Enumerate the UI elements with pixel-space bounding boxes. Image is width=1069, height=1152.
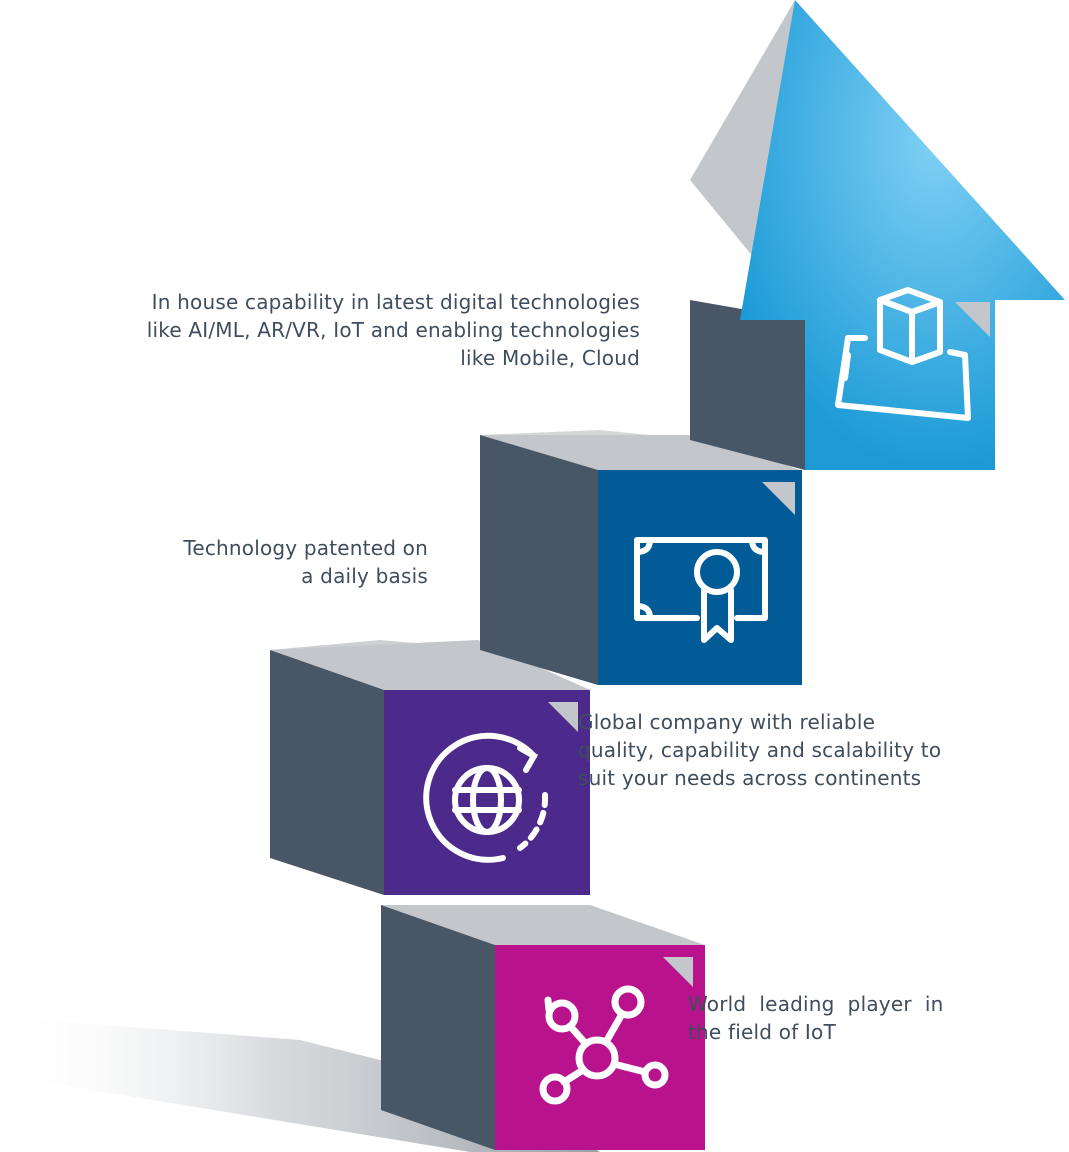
block-side-face bbox=[480, 435, 598, 685]
arrow-front-face bbox=[740, 0, 1065, 470]
caption-technology-patented: Technology patented on a daily basis bbox=[0, 534, 428, 590]
block-patent bbox=[480, 435, 802, 685]
certificate-icon bbox=[634, 537, 768, 643]
corner-fold bbox=[548, 702, 578, 732]
block-front-face bbox=[495, 945, 705, 1150]
corner-fold bbox=[762, 482, 795, 515]
corner-fold bbox=[955, 302, 990, 337]
ar-vr-cube-icon bbox=[835, 287, 971, 421]
caption-line: Technology patented on bbox=[183, 536, 428, 560]
caption-line: suit your needs across continents bbox=[578, 766, 922, 790]
caption-line: Global company with reliable bbox=[578, 710, 876, 734]
block-iot bbox=[381, 905, 705, 1150]
block-digital bbox=[690, 0, 1065, 470]
block-top-face bbox=[270, 640, 590, 690]
block-top-face bbox=[381, 905, 705, 945]
block-side-face bbox=[381, 905, 495, 1150]
caption-line: quality, capability and scalability to bbox=[578, 738, 942, 762]
caption-digital-capability: In house capability in latest digital te… bbox=[0, 288, 640, 372]
caption-line: In house capability in latest digital te… bbox=[151, 290, 640, 314]
caption-line: like Mobile, Cloud bbox=[460, 346, 640, 370]
caption-line: World leading player in bbox=[688, 992, 944, 1016]
block-side-face bbox=[270, 650, 384, 895]
caption-line: a daily basis bbox=[301, 564, 428, 588]
caption-global-company: Global company with reliable quality, ca… bbox=[578, 708, 941, 792]
globe-refresh-icon bbox=[423, 732, 549, 863]
caption-line: like AI/ML, AR/VR, IoT and enabling tech… bbox=[146, 318, 640, 342]
caption-line: the field of IoT bbox=[688, 1020, 836, 1044]
iot-network-icon bbox=[539, 985, 669, 1105]
block-side-face bbox=[690, 300, 805, 470]
corner-fold bbox=[663, 957, 693, 987]
caption-iot-leader: World leading player in the field of IoT bbox=[688, 990, 944, 1046]
block-global bbox=[270, 640, 590, 895]
